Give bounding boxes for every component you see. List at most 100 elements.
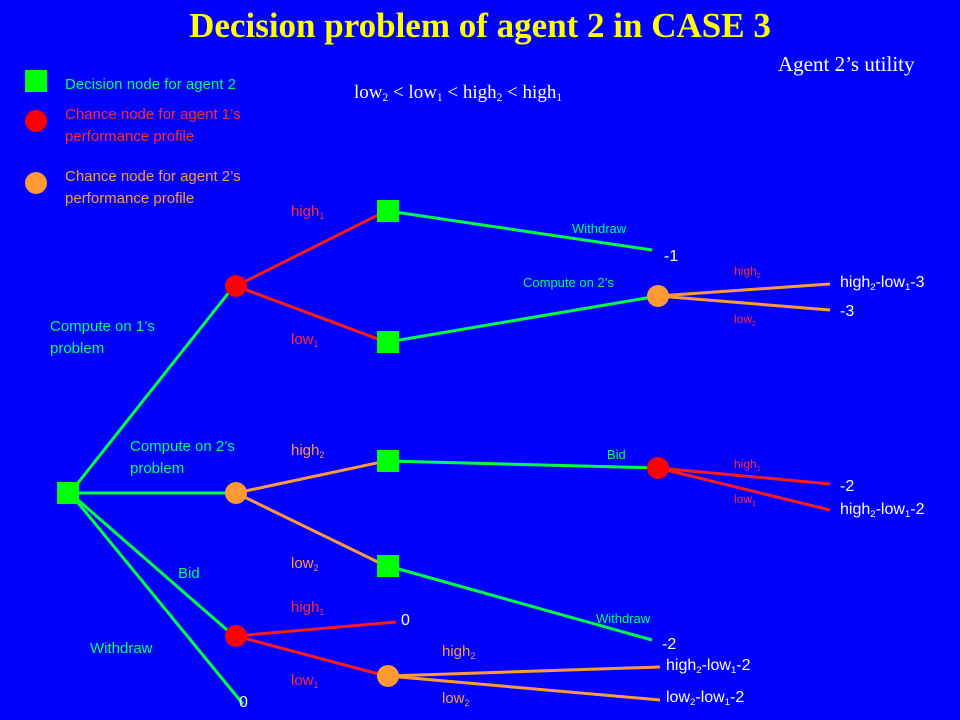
outcome-sub: 2 xyxy=(870,509,876,520)
outcome-compute-low: -3 xyxy=(840,303,855,320)
legend-chance2-label: Chance node for agent 2’s performance pr… xyxy=(65,168,241,207)
chance-node-agent2-bottom xyxy=(377,665,399,687)
outcome-withdraw-low: -2 xyxy=(662,636,677,653)
outcome-part: high xyxy=(840,274,871,291)
outcome-bid-high: -2 xyxy=(840,478,855,495)
outcome-part: high xyxy=(840,501,871,518)
outcome-part: -2 xyxy=(730,689,745,706)
outcome-sub: 1 xyxy=(904,282,911,293)
branch-low1-top: low1 xyxy=(291,331,319,349)
outcome-sub: 1 xyxy=(904,509,911,520)
branch-low2-bot: low2 xyxy=(442,690,470,708)
outcome-bid-low: high2-low1-2 xyxy=(840,501,925,520)
edge-low2-bot xyxy=(387,674,661,702)
legend-decision-swatch xyxy=(25,70,47,92)
label-bid-mid: Bid xyxy=(607,447,626,462)
branch-base: low xyxy=(442,690,465,707)
label-withdraw-top: Withdraw xyxy=(572,221,627,236)
edge-low2-small xyxy=(657,294,831,312)
chance-node-agent1-bid xyxy=(225,625,247,647)
branch-high2-mid: high2 xyxy=(291,442,324,460)
outcome-root-withdraw: 0 xyxy=(239,694,248,711)
decision-node-high2 xyxy=(377,450,399,472)
chance-node-agent2-mid xyxy=(225,482,247,504)
outcome-part: -3 xyxy=(910,274,925,291)
outcome-part: -low xyxy=(875,501,905,518)
branch-sub: 2 xyxy=(313,563,319,573)
edge-withdraw-low xyxy=(387,564,653,642)
edge-low2-mid xyxy=(235,491,387,568)
branch-base: low xyxy=(291,672,314,689)
branch-base: high xyxy=(291,442,320,459)
branch-base: high xyxy=(734,457,757,471)
legend-chance1-label: Chance node for agent 1’s performance pr… xyxy=(65,106,241,145)
edge-withdraw-top xyxy=(387,209,653,252)
edge-root-withdraw xyxy=(68,492,245,705)
branch-high1-small: high1 xyxy=(734,457,761,473)
outcome-part: low xyxy=(666,689,691,706)
label-compute-2s-problem: Compute on 2’s problem xyxy=(130,438,235,477)
edge-compute-on-2s xyxy=(387,294,659,344)
outcome-sub: 2 xyxy=(696,665,702,676)
edge-high2-small xyxy=(657,282,831,298)
branch-high2-bot: high2 xyxy=(442,643,475,661)
decision-node-high1 xyxy=(377,200,399,222)
branch-base: low xyxy=(734,312,753,326)
outcome-part: -2 xyxy=(736,657,751,674)
legend-chance2-swatch xyxy=(25,172,47,194)
outcome-withdraw-top: -1 xyxy=(664,248,679,265)
ordering-term: high xyxy=(462,82,497,103)
branch-base: low xyxy=(291,331,314,348)
decision-node-root xyxy=(57,482,79,504)
outcome-part: -low xyxy=(695,689,725,706)
page-title: Decision problem of agent 2 in CASE 3 xyxy=(189,6,771,45)
edge-root-bid xyxy=(69,491,235,638)
ordering-sub: 2 xyxy=(382,92,389,104)
edge-bid-mid xyxy=(387,459,659,470)
branch-sub: 1 xyxy=(313,680,319,690)
ordering-sub: 1 xyxy=(556,92,563,104)
branch-base: low xyxy=(734,492,753,506)
branch-base: low xyxy=(291,555,314,572)
decision-node-low1 xyxy=(377,331,399,353)
ordering-op: < xyxy=(502,82,523,103)
label-withdraw-low: Withdraw xyxy=(596,611,651,626)
outcome-sub: 2 xyxy=(690,697,696,708)
edge-high2-mid xyxy=(235,459,387,495)
branch-sub: 2 xyxy=(470,651,476,661)
edge-high1-bot xyxy=(235,620,397,638)
branch-base: high xyxy=(291,203,320,220)
edge-low1-small xyxy=(657,466,831,512)
utility-header: Agent 2’s utility xyxy=(778,52,915,76)
branch-high1-bot: high1 xyxy=(291,599,324,617)
ordering-term: low xyxy=(354,82,383,103)
chance-node-agent1-top xyxy=(225,275,247,297)
label-withdraw-root: Withdraw xyxy=(90,640,153,657)
branch-low1-bot: low1 xyxy=(291,672,319,690)
decision-node-low2 xyxy=(377,555,399,577)
branch-low1-small: low1 xyxy=(734,492,756,508)
outcome-part: high xyxy=(666,657,697,674)
edge-low1-top xyxy=(235,284,387,344)
label-compute-on-2s: Compute on 2’s xyxy=(523,275,614,290)
branch-sub: 1 xyxy=(752,499,757,508)
label-compute-1s-problem: Compute on 1’s problem xyxy=(50,318,155,357)
branch-base: high xyxy=(442,643,471,660)
branch-sub: 2 xyxy=(756,271,761,280)
branch-sub: 2 xyxy=(752,319,757,328)
branch-high2-small: high2 xyxy=(734,264,761,280)
branch-high1-top: high1 xyxy=(291,203,324,221)
outcome-sub: 2 xyxy=(870,282,876,293)
outcome-part: -2 xyxy=(910,501,925,518)
ordering-op: < xyxy=(388,82,409,103)
ordering-relation: low2 < low1 < high2 < high1 xyxy=(354,82,562,104)
outcome-bot-high: high2-low1-2 xyxy=(666,657,751,676)
outcome-part: -low xyxy=(701,657,731,674)
legend-chance1-swatch xyxy=(25,110,47,132)
branch-sub: 1 xyxy=(319,607,325,617)
branch-base: high xyxy=(734,264,757,278)
edge-high2-bot xyxy=(387,665,661,678)
branch-sub: 1 xyxy=(313,339,319,349)
